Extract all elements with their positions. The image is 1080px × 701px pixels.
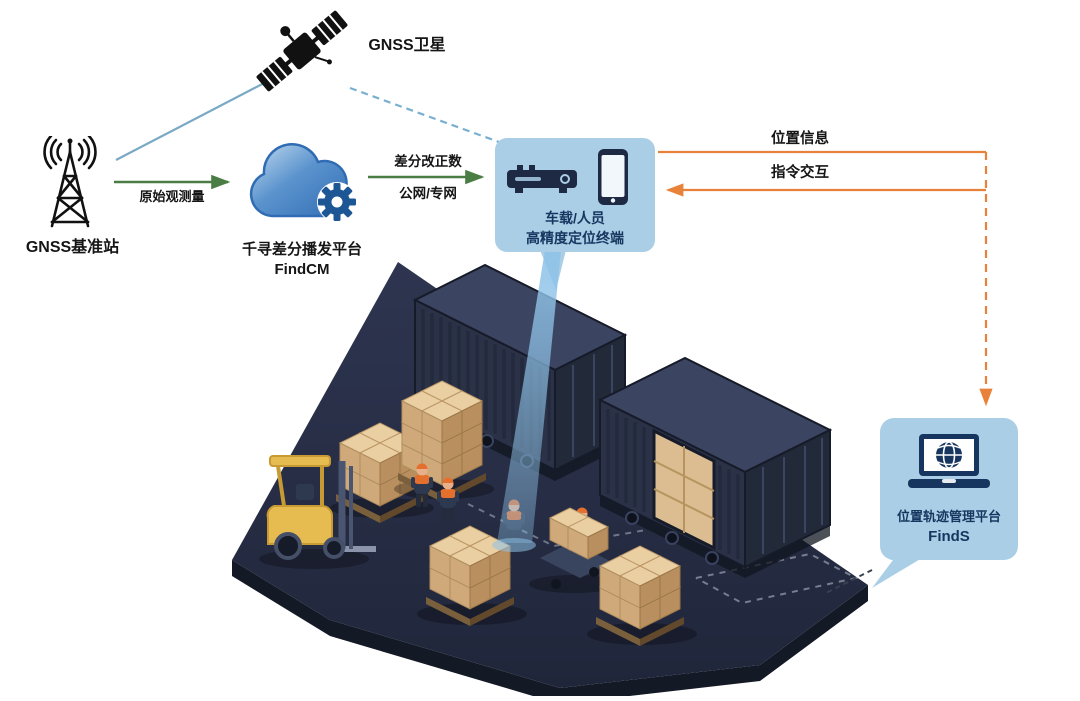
edge-satellite-to-terminal (349, 86, 511, 148)
terminal-label-line2: 高精度定位终端 (526, 230, 624, 246)
vehicle-terminal-icon (507, 165, 577, 193)
shipping-container-2 (597, 356, 833, 578)
forklift (259, 455, 376, 569)
raw-observation-label: 原始观测量 (139, 189, 205, 204)
smartphone-icon (598, 149, 628, 205)
platform-product: FindS (928, 528, 970, 545)
globe-icon (936, 441, 962, 469)
radio-tower-icon (43, 136, 97, 228)
correction-label-line2: 公网/专网 (399, 186, 457, 201)
platform-panel: 位置轨迹管理平台 FindS (880, 418, 1018, 560)
cloud-platform-product: FindCM (274, 260, 330, 278)
terminal-label-line1: 车载/人员 (545, 210, 605, 226)
pallet-stack-left (330, 422, 434, 523)
laptop-globe-icon (908, 434, 990, 488)
satellite-icon (256, 10, 348, 92)
command-interaction-label: 指令交互 (771, 165, 829, 181)
warehouse-illustration (232, 262, 868, 696)
platform-title: 位置轨迹管理平台 (896, 509, 1001, 524)
pallet-bottom-right (587, 545, 697, 646)
terminal-panel: 车载/人员 高精度定位终端 (495, 138, 655, 252)
floor-marking-dashed-line (467, 503, 647, 548)
gear-icon (317, 182, 357, 222)
pallet-jack (529, 507, 619, 593)
cloud-gear-icon (249, 143, 357, 222)
container-2-door-rods (762, 438, 823, 554)
correction-label-line1: 差分改正数 (394, 154, 462, 169)
container-2-corrugation (606, 409, 740, 559)
position-info-label: 位置信息 (771, 131, 829, 147)
cloud-platform-title: 千寻差分播发平台 (241, 241, 362, 258)
pallet-bottom-center (417, 525, 527, 626)
satellite-label: GNSS卫星 (368, 37, 446, 54)
base-station-label: GNSS基准站 (25, 239, 120, 256)
cloud-platform-label: 千寻差分播发平台 FindCM (212, 240, 392, 279)
